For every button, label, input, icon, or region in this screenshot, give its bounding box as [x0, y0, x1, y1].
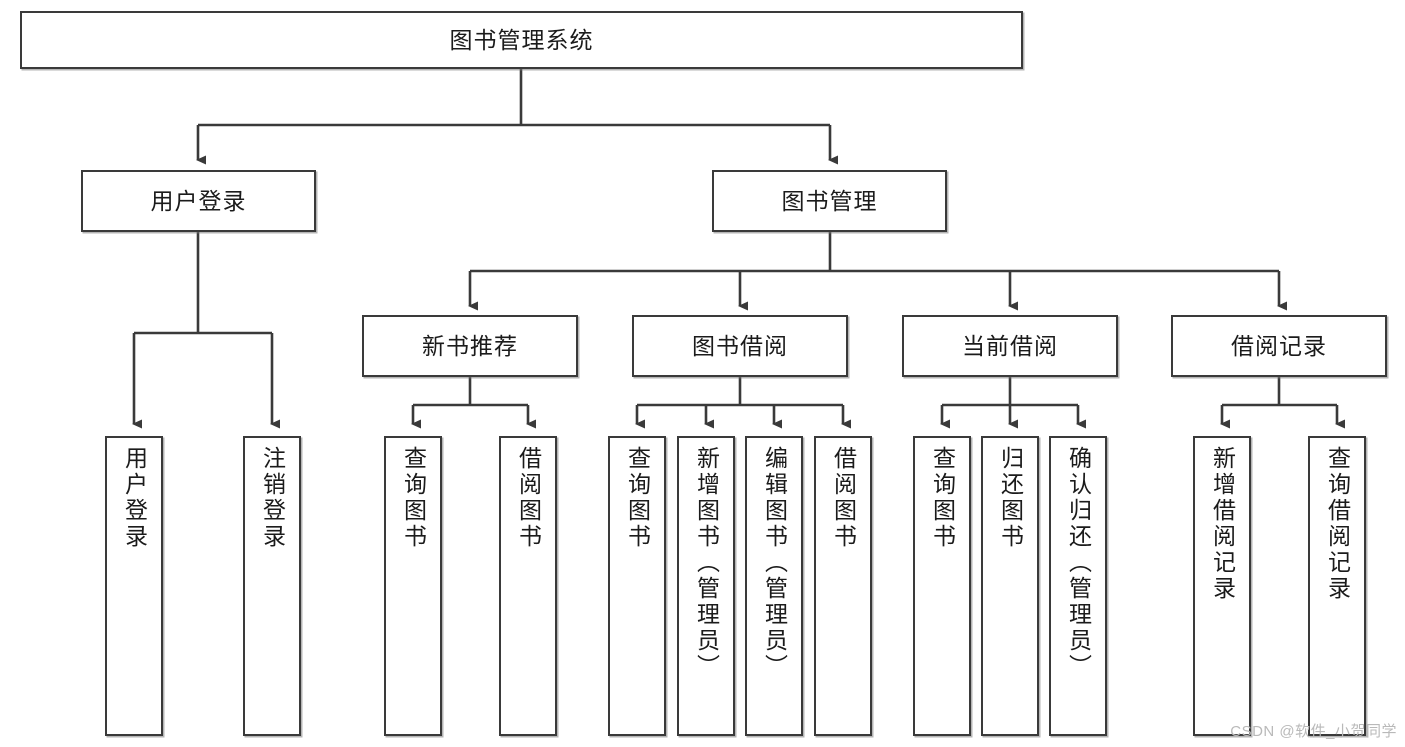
node-label: 图书管理 [781, 187, 878, 214]
watermark-text: CSDN @软件_小贺同学 [1230, 723, 1397, 740]
node-leaf-add-book[interactable]: 新增图书（管理员） [677, 436, 735, 736]
node-leaf-user-login[interactable]: 用户登录 [105, 436, 163, 736]
node-leaf-query-book-3[interactable]: 查询图书 [913, 436, 971, 736]
node-leaf-logout[interactable]: 注销登录 [243, 436, 301, 736]
node-leaf-query-record[interactable]: 查询借阅记录 [1308, 436, 1366, 736]
node-label: 查询借阅记录 [1324, 446, 1351, 602]
node-current-borrow[interactable]: 当前借阅 [902, 315, 1118, 377]
node-label: 归还图书 [997, 446, 1024, 550]
node-label: 查询图书 [400, 446, 427, 550]
node-leaf-query-book-1[interactable]: 查询图书 [384, 436, 442, 736]
node-label: 用户登录 [121, 446, 148, 550]
node-label: 图书管理系统 [449, 26, 594, 53]
node-label: 用户登录 [150, 187, 247, 214]
node-label: 查询图书 [624, 446, 651, 550]
node-user-login[interactable]: 用户登录 [81, 170, 316, 232]
node-borrow-record[interactable]: 借阅记录 [1171, 315, 1387, 377]
node-label: 编辑图书（管理员） [761, 446, 788, 680]
node-label: 当前借阅 [962, 332, 1058, 359]
node-leaf-add-record[interactable]: 新增借阅记录 [1193, 436, 1251, 736]
node-label: 借阅记录 [1231, 332, 1327, 359]
node-label: 查询图书 [929, 446, 956, 550]
node-label: 注销登录 [259, 446, 286, 550]
node-leaf-return-book[interactable]: 归还图书 [981, 436, 1039, 736]
node-leaf-borrow-book-2[interactable]: 借阅图书 [814, 436, 872, 736]
node-label: 借阅图书 [830, 446, 857, 550]
node-leaf-query-book-2[interactable]: 查询图书 [608, 436, 666, 736]
node-label: 新书推荐 [422, 332, 518, 359]
node-leaf-borrow-book-1[interactable]: 借阅图书 [499, 436, 557, 736]
node-label: 借阅图书 [515, 446, 542, 550]
node-leaf-confirm-return[interactable]: 确认归还（管理员） [1049, 436, 1107, 736]
node-label: 新增借阅记录 [1209, 446, 1236, 602]
node-book-manage[interactable]: 图书管理 [712, 170, 947, 232]
node-label: 新增图书（管理员） [693, 446, 720, 680]
node-label: 图书借阅 [692, 332, 788, 359]
node-leaf-edit-book[interactable]: 编辑图书（管理员） [745, 436, 803, 736]
node-root-system[interactable]: 图书管理系统 [20, 11, 1023, 69]
node-book-borrow[interactable]: 图书借阅 [632, 315, 848, 377]
node-new-book-recommend[interactable]: 新书推荐 [362, 315, 578, 377]
node-label: 确认归还（管理员） [1065, 446, 1092, 680]
